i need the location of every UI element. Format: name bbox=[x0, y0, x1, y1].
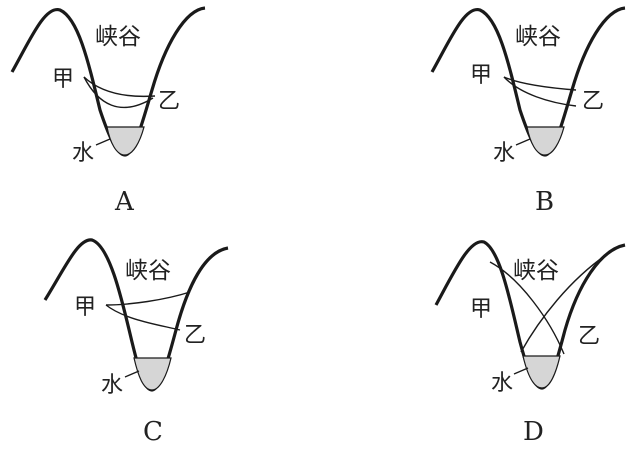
panel-c: 峡谷 甲 乙 水 C bbox=[43, 238, 229, 447]
water-label: 水 bbox=[72, 141, 94, 166]
point-jia-label: 甲 bbox=[470, 63, 492, 88]
water-pointer bbox=[513, 367, 529, 375]
bridge-line-ascending bbox=[520, 254, 607, 353]
canyon-label: 峡谷 bbox=[515, 24, 561, 50]
point-yi-label: 乙 bbox=[582, 89, 604, 114]
water-label: 水 bbox=[101, 373, 123, 398]
water-body bbox=[526, 126, 565, 156]
water-label: 水 bbox=[491, 371, 513, 396]
point-yi-label: 乙 bbox=[578, 324, 600, 349]
canyon-label: 峡谷 bbox=[125, 258, 171, 284]
bridge-line-upper bbox=[83, 76, 156, 98]
panel-letter: C bbox=[143, 417, 163, 447]
water-label: 水 bbox=[493, 141, 515, 166]
canyon-label: 峡谷 bbox=[95, 24, 141, 50]
panel-letter: B bbox=[535, 187, 554, 217]
point-yi-label: 乙 bbox=[184, 323, 206, 348]
bridge-line-upper bbox=[503, 76, 577, 91]
water-body bbox=[133, 357, 172, 391]
panel-b: 峡谷 甲 乙 水 B bbox=[430, 6, 626, 217]
water-body bbox=[522, 355, 561, 389]
canyon-label: 峡谷 bbox=[513, 258, 559, 284]
water-body bbox=[106, 126, 145, 156]
panel-letter: D bbox=[523, 417, 544, 447]
panel-d: 峡谷 甲 乙 水 D bbox=[434, 240, 626, 447]
bridge-line-upper bbox=[105, 291, 191, 306]
bridge-line-lower bbox=[503, 76, 577, 107]
bridge-line-lower bbox=[105, 304, 181, 331]
point-jia-label: 甲 bbox=[470, 297, 492, 322]
point-jia-label: 甲 bbox=[74, 295, 96, 320]
water-pointer bbox=[515, 138, 531, 146]
panel-letter: A bbox=[114, 187, 135, 217]
bridge-line-descending bbox=[489, 261, 565, 355]
water-pointer bbox=[95, 138, 111, 146]
water-pointer bbox=[124, 370, 140, 378]
panel-a: 峡谷 甲 乙 水 A bbox=[10, 6, 206, 217]
point-yi-label: 乙 bbox=[158, 89, 180, 114]
bridge-line-sag bbox=[83, 76, 154, 109]
point-jia-label: 甲 bbox=[52, 67, 74, 92]
